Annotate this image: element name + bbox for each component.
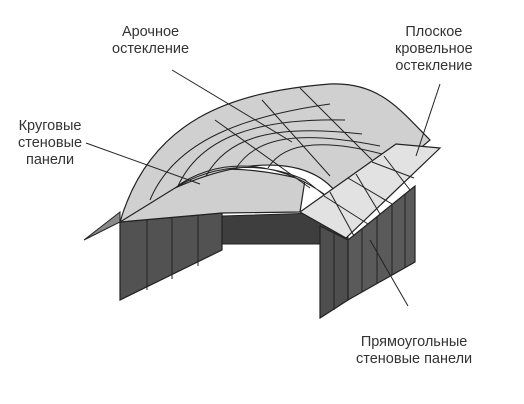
- label-arched-glazing: Арочное остекление: [112, 24, 190, 57]
- left-rectangular-wall-panels: [119, 201, 223, 301]
- flat-roof-glazing: [298, 143, 442, 239]
- right-rectangular-wall-panels: [319, 184, 416, 320]
- leader-lines: [85, 69, 441, 307]
- label-circular-wall-panels: Круговые стеновые панели: [18, 118, 83, 168]
- label-rectangular-wall-panels: Прямоугольные стеновые панели: [356, 334, 473, 367]
- label-flat-roof-glazing: Плоское кровельное остекление: [395, 24, 473, 74]
- left-eave: [83, 210, 121, 241]
